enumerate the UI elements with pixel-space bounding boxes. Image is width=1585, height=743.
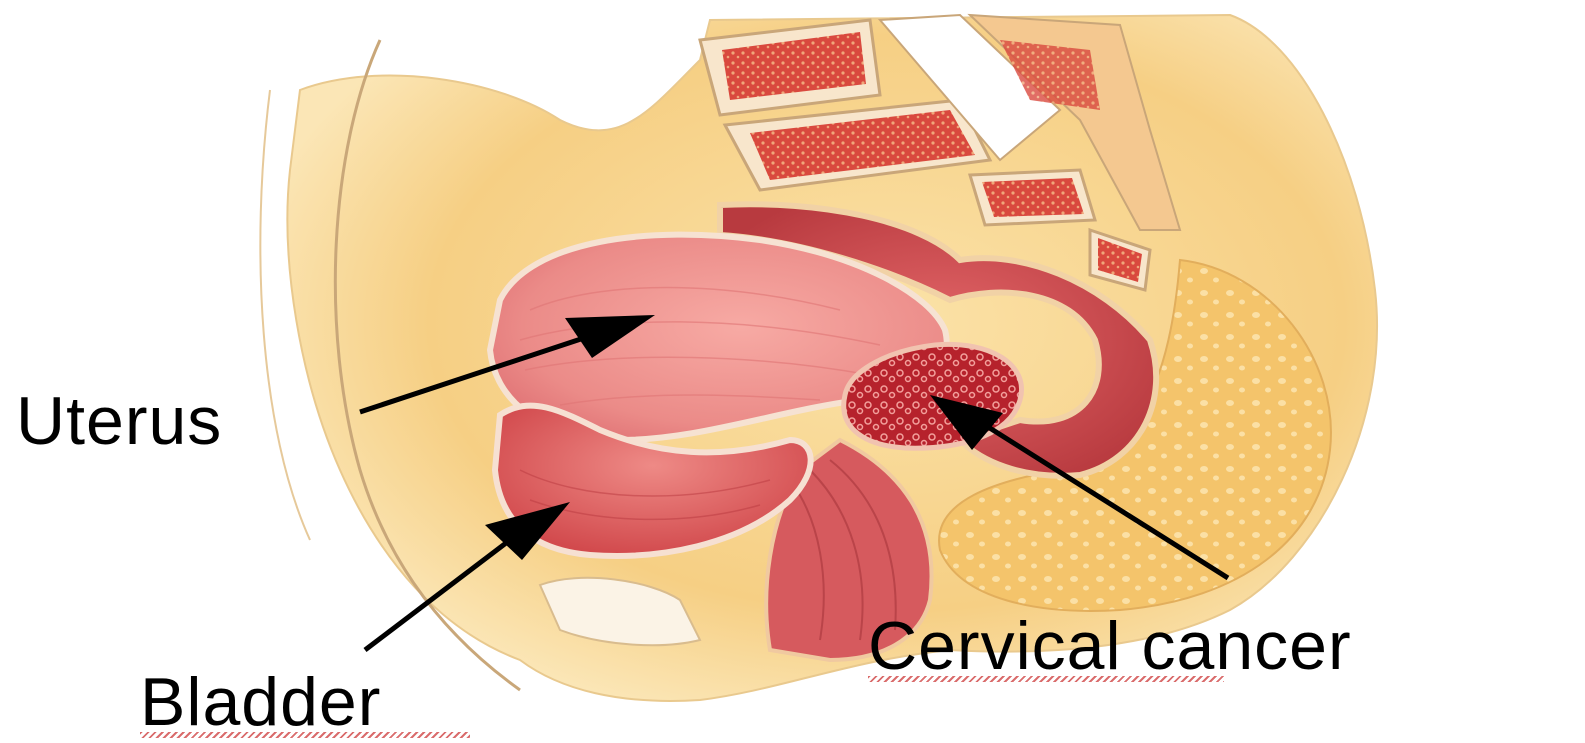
bladder-label: Bladder bbox=[140, 668, 381, 736]
cervical-cancer-label: Cervical cancer bbox=[868, 612, 1352, 680]
spellcheck-underline bbox=[140, 732, 470, 738]
uterus-label: Uterus bbox=[16, 387, 222, 455]
spellcheck-underline bbox=[868, 676, 1224, 682]
